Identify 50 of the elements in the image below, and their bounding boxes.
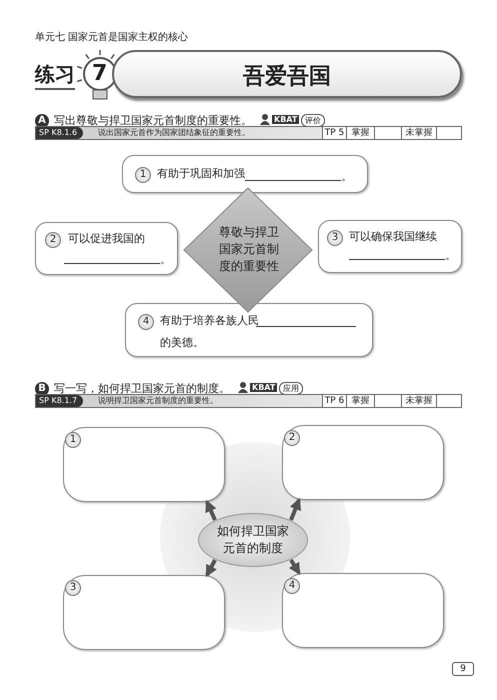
arrow bbox=[205, 500, 217, 521]
answer-box bbox=[282, 425, 444, 500]
kbat-label: KBAT bbox=[272, 115, 300, 124]
table-cell: 掌握 bbox=[346, 395, 374, 407]
objective-text: 说出国家元首作为国家团结象征的重要性。 bbox=[98, 127, 250, 139]
standard-code: SP K8.1.7 bbox=[36, 395, 84, 407]
answer-box bbox=[63, 575, 225, 650]
prompt-text: 。 bbox=[160, 252, 171, 267]
number-circle: 1 bbox=[65, 432, 81, 448]
number-circle: 2 bbox=[284, 430, 300, 446]
answer-box bbox=[125, 303, 373, 357]
number-circle: 3 bbox=[65, 580, 81, 596]
exercise-number: 7 bbox=[92, 61, 108, 86]
table-cell: TP 5 bbox=[322, 127, 346, 139]
arrow bbox=[288, 558, 301, 576]
kbat-label: KBAT bbox=[250, 383, 278, 392]
answer-box bbox=[318, 220, 462, 273]
table-cell: 未掌握 bbox=[401, 395, 436, 407]
topic-text: 尊敬与捍卫国家元首制度的重要性 bbox=[218, 224, 280, 275]
title-text: 吾爱吾国 bbox=[242, 63, 332, 91]
number-circle: 2 bbox=[45, 232, 61, 248]
answer-box bbox=[35, 222, 178, 275]
prompt-text: 可以促进我国的 bbox=[68, 231, 145, 246]
answer-box bbox=[122, 155, 368, 193]
answer-box bbox=[282, 573, 444, 648]
prompt-text: 有助于巩固和加强 bbox=[157, 166, 245, 181]
prompt-text: 的美德。 bbox=[160, 335, 204, 350]
answer-box bbox=[63, 427, 225, 502]
exercise-label: 练习 bbox=[35, 61, 75, 90]
number-circle: 4 bbox=[284, 578, 300, 594]
page-number: 9 bbox=[452, 662, 474, 676]
number-circle: 3 bbox=[327, 230, 343, 246]
prompt-text: 。 bbox=[445, 248, 456, 263]
table-cell: TP 6 bbox=[322, 395, 346, 407]
prompt-text: 。 bbox=[341, 169, 352, 184]
objective-text: 说明捍卫国家元首制度的重要性。 bbox=[98, 395, 218, 407]
prompt-text: 有助于培养各族人民 bbox=[160, 313, 259, 328]
table-cell: 掌握 bbox=[346, 127, 374, 139]
question-text: 写出尊敬与捍卫国家元首制度的重要性。 bbox=[54, 113, 252, 128]
prompt-text: 可以确保我国继续 bbox=[349, 229, 437, 244]
arrow bbox=[289, 498, 301, 521]
standard-code: SP K8.1.6 bbox=[36, 127, 84, 139]
topic-diamond bbox=[183, 187, 313, 313]
question-text: 写一写，如何捍卫国家元首的制度。 bbox=[54, 381, 230, 396]
table-cell: 未掌握 bbox=[401, 127, 436, 139]
topic-text: 如何捍卫国家元首的制度 bbox=[216, 523, 290, 557]
unit-heading: 单元七 国家元首是国家主权的核心 bbox=[35, 30, 188, 44]
number-circle: 4 bbox=[138, 314, 154, 330]
arrow bbox=[205, 559, 217, 578]
number-circle: 1 bbox=[135, 167, 151, 183]
